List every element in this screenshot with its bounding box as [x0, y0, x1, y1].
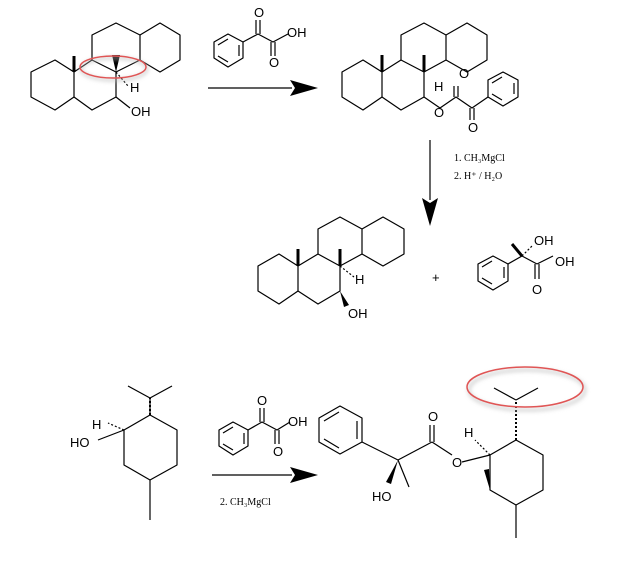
label-ester-o-ring: O — [459, 66, 469, 81]
steroid-alcohol-product — [257, 216, 405, 305]
label-product2-o-carbonyl: O — [428, 409, 438, 424]
label-reagent2-o-keto: O — [257, 393, 267, 408]
stereo-wedge-ring — [484, 469, 490, 490]
highlight-shadow-2 — [468, 369, 586, 411]
conditions-step-2: 2. H⁺ / H₂O — [454, 171, 502, 182]
label-menthol-ho: HO — [70, 435, 90, 450]
menthol-starting-material — [97, 385, 178, 520]
label-reagent1-oh: OH — [287, 25, 307, 40]
label-ester-o: O — [434, 105, 444, 120]
label-alcohol-oh: OH — [348, 306, 368, 321]
stereo-wedge-ho — [386, 460, 398, 484]
arrows — [208, 80, 438, 483]
stereo-wedge-1 — [112, 55, 120, 72]
label-alcohol-h: H — [355, 272, 364, 287]
label-reagent1-o-keto: O — [254, 5, 264, 20]
arrowhead-right-1 — [290, 80, 318, 96]
conditions-step-1: 1. CH₃MgCl — [454, 153, 505, 164]
conditions-reaction-2: 2. CH₃MgCl — [220, 497, 271, 508]
label-product2-h: H — [464, 425, 473, 440]
steroid-starting-material — [30, 22, 181, 111]
label-product2-ho: HO — [372, 489, 392, 504]
highlight-ellipse-2 — [466, 366, 584, 408]
label-product2-o-ester: O — [452, 455, 462, 470]
label-reagent2-oh: OH — [288, 414, 308, 429]
stereo-wedge-oh — [340, 291, 349, 307]
label-h-start: H — [130, 80, 139, 95]
label-reagent1-o-acid: O — [269, 55, 279, 70]
atrolactic-acid-product — [477, 243, 554, 291]
plus-sign: + — [432, 270, 440, 285]
highlight-ellipse-1 — [79, 55, 147, 79]
label-acid-o: O — [532, 282, 542, 297]
arrowhead-right-2 — [290, 467, 318, 483]
benzoylformic-acid-reagent-2 — [218, 408, 291, 456]
steroid-ester-product — [341, 22, 519, 120]
arrowhead-down — [422, 198, 438, 226]
label-acid-oh-top: OH — [534, 233, 554, 248]
label-acid-oh: OH — [555, 254, 575, 269]
label-oh-start: OH — [131, 104, 151, 119]
label-ester-h: H — [434, 79, 443, 94]
label-ester-o-keto: O — [468, 120, 478, 135]
label-reagent2-o-acid: O — [273, 444, 283, 459]
benzoylformic-acid-reagent-1 — [213, 20, 289, 68]
label-menthol-h: H — [92, 417, 101, 432]
